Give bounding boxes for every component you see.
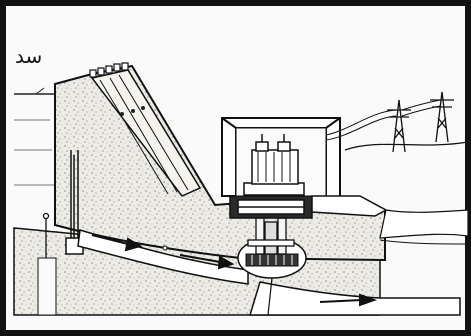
spillway-gate-dots: [120, 106, 145, 116]
tailrace: [248, 281, 461, 316]
dam-label: سد: [15, 44, 43, 68]
flow-arrow-icon: [319, 293, 377, 307]
hill-line: [344, 141, 469, 151]
draft-tube-wall: [267, 277, 273, 316]
reservoir-water: [14, 119, 55, 186]
flow-arrow-icon: [179, 254, 235, 270]
power-pylon-icon: [387, 99, 411, 153]
transformer-icon: [243, 134, 305, 196]
intake-gate: [65, 150, 84, 255]
powerhouse-deck: [311, 195, 388, 217]
power-pylon-icon: [430, 91, 454, 143]
surface-marker: [35, 87, 45, 95]
river-bank: [379, 209, 469, 239]
penstock-valve: [162, 245, 168, 251]
generator-base: [229, 195, 313, 219]
turbine-icon: [245, 253, 299, 267]
river-bank-line: [379, 239, 469, 245]
trash-rack: [37, 257, 57, 316]
spillway-grooves: [99, 74, 189, 195]
flow-arrow-icon: [91, 234, 143, 252]
